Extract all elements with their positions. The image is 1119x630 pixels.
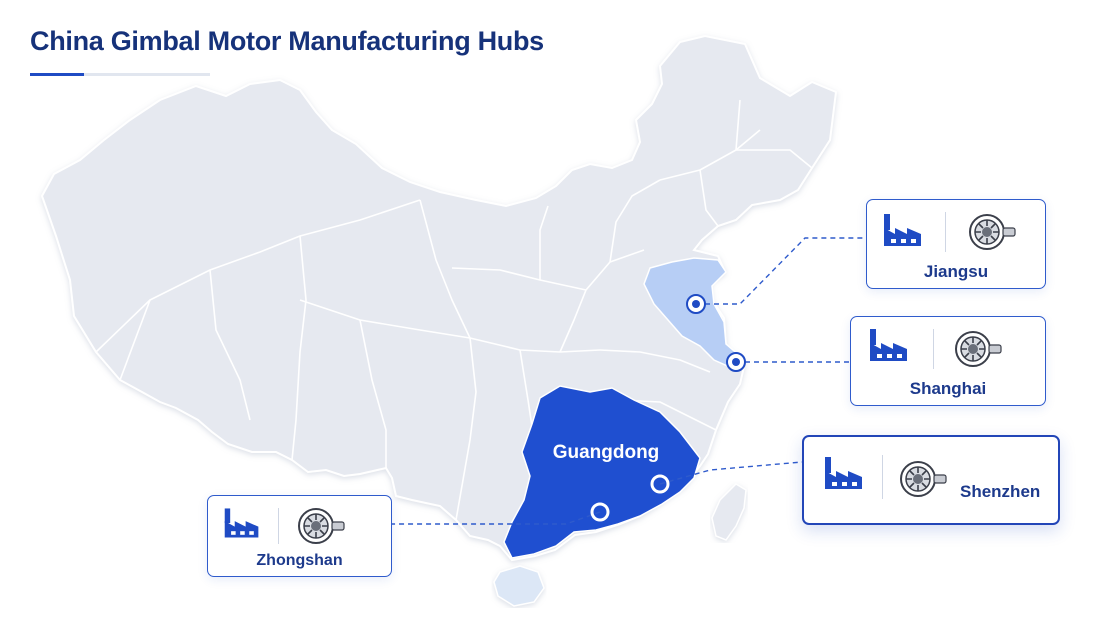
title-underline-accent — [30, 73, 84, 76]
card-divider — [882, 455, 883, 499]
motor-icon — [955, 331, 1002, 367]
marker-jiangsu — [686, 294, 706, 314]
hub-card-jiangsu[interactable]: Jiangsu — [866, 199, 1046, 289]
hub-card-zhongshan[interactable]: Zhongshan — [207, 495, 392, 577]
hub-name: Shanghai — [909, 379, 987, 398]
marker-shanghai — [726, 352, 746, 372]
hub-name: Zhongshan — [256, 552, 343, 569]
factory-icon — [870, 329, 907, 361]
connector-zhongshan — [390, 511, 601, 525]
region-label-guangdong: Guangdong — [553, 442, 660, 463]
card-divider — [933, 329, 934, 369]
hub-card-shenzhen[interactable]: Shenzhen — [802, 435, 1060, 525]
factory-icon — [224, 508, 259, 538]
motor-icon — [900, 461, 947, 497]
factory-icon — [884, 214, 921, 246]
card-divider — [945, 212, 946, 252]
marker-shenzhen — [650, 474, 670, 494]
region-guangdong[interactable] — [503, 385, 701, 559]
motor-icon — [298, 508, 345, 544]
china-landmass — [40, 34, 838, 562]
taiwan-island — [711, 483, 747, 541]
hainan-island — [493, 565, 545, 607]
hub-card-shanghai[interactable]: Shanghai — [850, 316, 1046, 406]
card-divider — [278, 508, 279, 544]
page-title: China Gimbal Motor Manufacturing Hubs — [30, 26, 544, 56]
location-markers[interactable] — [590, 294, 746, 522]
hub-name: Shenzhen — [960, 482, 1041, 501]
hub-name: Jiangsu — [923, 262, 989, 281]
connector-lines — [390, 237, 866, 525]
marker-zhongshan — [590, 502, 610, 522]
motor-icon — [969, 214, 1016, 250]
title-underline — [30, 73, 210, 76]
connector-jiangsu — [696, 237, 866, 305]
factory-icon — [825, 457, 862, 489]
